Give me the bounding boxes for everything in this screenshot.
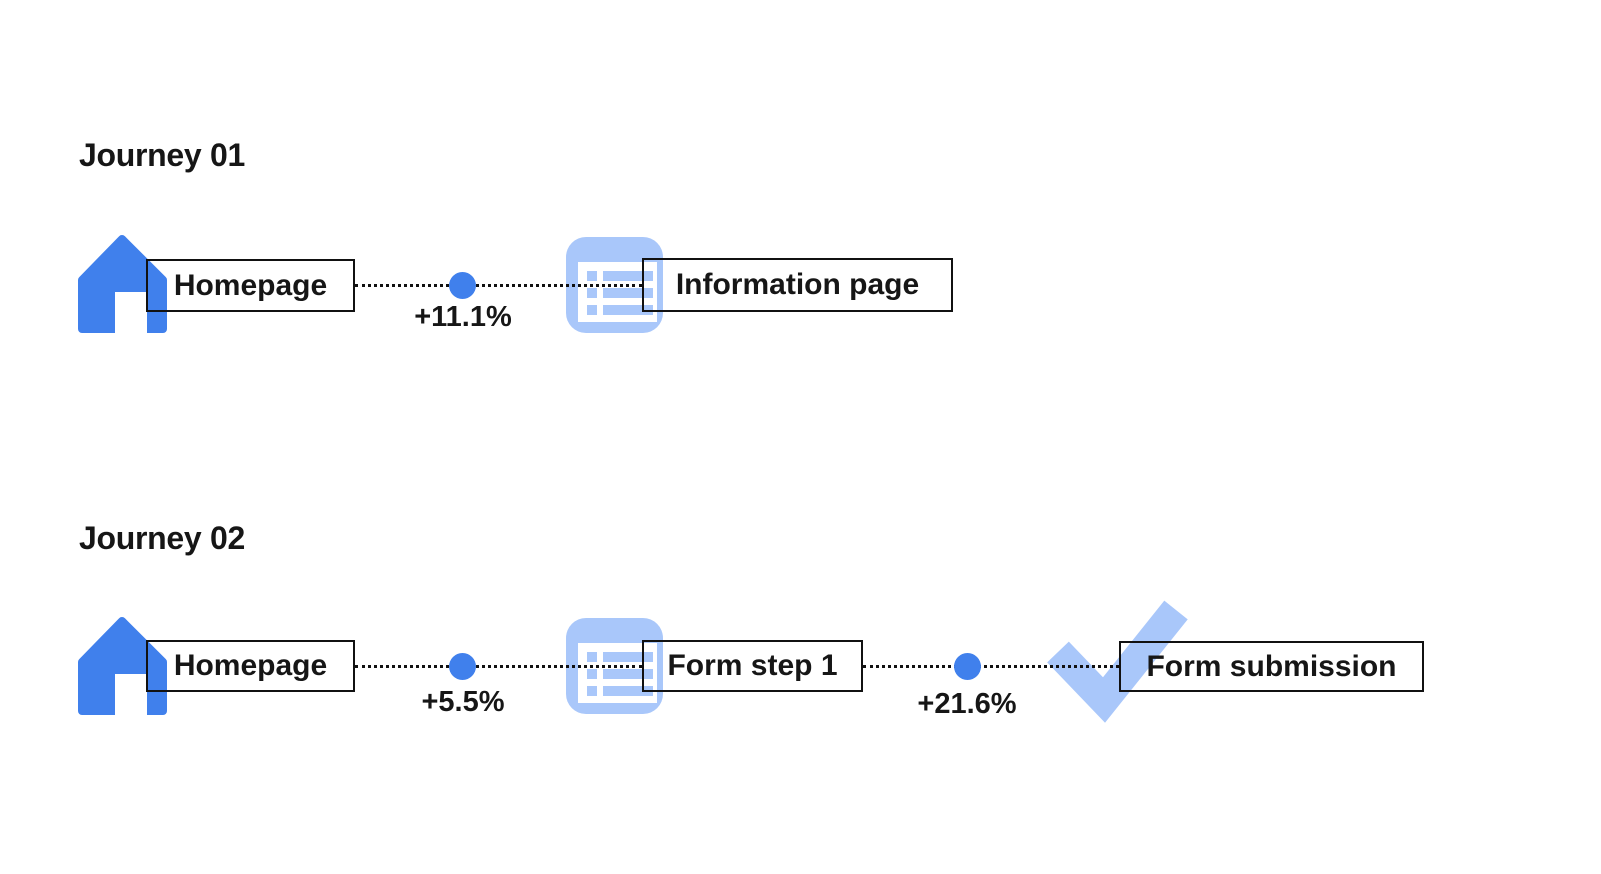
transition-dot [449, 653, 476, 680]
connector-line [355, 284, 642, 287]
step-label-form-submission: Form submission [1119, 641, 1424, 692]
step-label-text: Homepage [173, 649, 328, 682]
home-icon [78, 235, 167, 333]
step-label-form-step-1: Form step 1 [642, 640, 863, 692]
home-icon [78, 617, 167, 715]
step-label-homepage: Homepage [146, 259, 355, 312]
connector-line [863, 665, 1119, 668]
transition-dot [954, 653, 981, 680]
step-label-text: Homepage [173, 268, 328, 302]
transition-value: +11.1% [414, 301, 512, 333]
step-label-homepage: Homepage [146, 640, 355, 692]
checkmark-icon [1047, 600, 1188, 723]
step-label-information-page: Information page [642, 258, 953, 312]
step-label-text: Information page [675, 268, 920, 301]
transition-dot [449, 272, 476, 299]
journey-02-title: Journey 02 [79, 520, 245, 556]
transition-value: +5.5% [421, 686, 505, 718]
journey-01-title: Journey 01 [79, 137, 245, 173]
connector-line [355, 665, 642, 668]
transition-value: +21.6% [917, 688, 1017, 720]
step-label-text: Form step 1 [667, 649, 838, 682]
step-label-text: Form submission [1146, 649, 1397, 683]
